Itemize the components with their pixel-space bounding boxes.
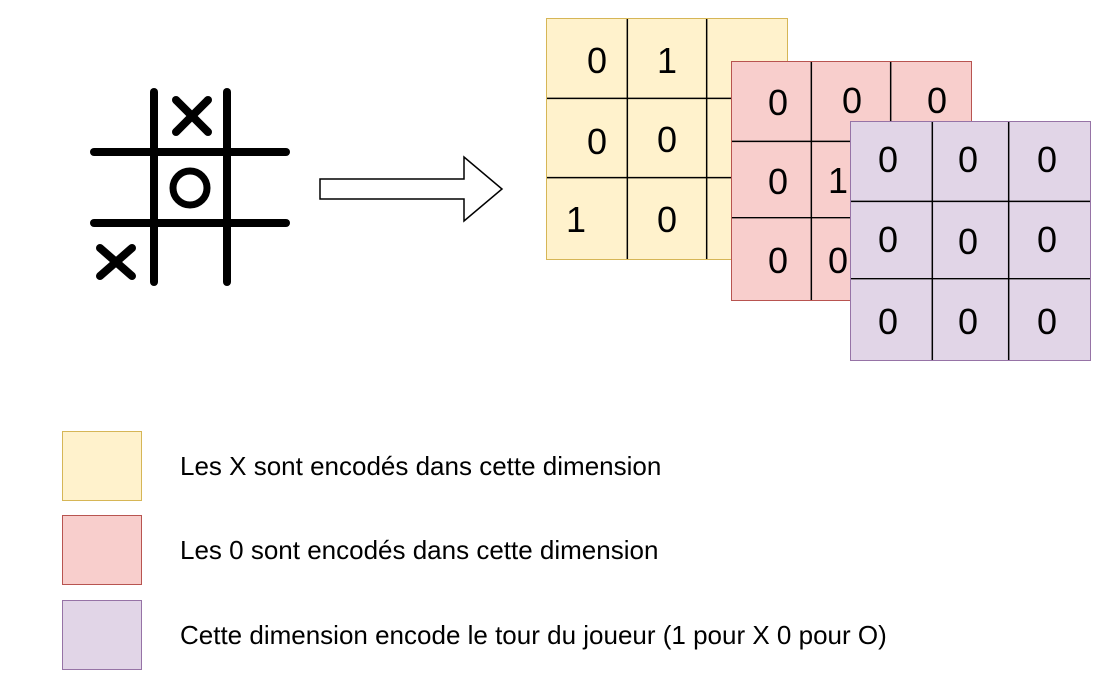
board-x-mark-bottom-left [96,244,136,280]
turn-layer-cell: 0 [1036,139,1058,180]
legend-label-turn: Cette dimension encode le tour du joueur… [180,620,887,650]
turn-layer-cell: 0 [1036,301,1058,342]
legend-swatch-turn [62,600,142,670]
board-o-mark-center [169,167,211,209]
turn-layer-cell: 0 [957,221,979,262]
x-layer-cell: 0 [656,119,678,160]
o-layer-cell: 0 [767,240,789,281]
turn-layer-cell: 0 [957,139,979,180]
o-layer-cell: 1 [827,160,849,201]
board-x-mark-top [172,96,212,136]
turn-layer-cell: 0 [877,219,899,260]
turn-layer-cell: 0 [1036,219,1058,260]
legend-swatch-x [62,431,142,501]
x-layer-cell: 1 [656,40,678,81]
o-layer-cell: 0 [827,240,849,281]
legend-label-o: Les 0 sont encodés dans cette dimension [180,535,659,565]
transform-arrow [318,154,508,224]
x-layer-cell: 0 [656,199,678,240]
turn-layer-cell: 0 [957,301,979,342]
x-layer-cell: 1 [565,199,587,240]
o-layer-cell: 0 [841,80,863,121]
tic-tac-toe-board [88,86,294,292]
turn-encoding-layer: 0 0 0 0 0 0 0 0 0 [850,121,1091,361]
turn-layer-cell: 0 [877,301,899,342]
o-layer-cell: 0 [767,161,789,202]
turn-layer-cell: 0 [877,139,899,180]
legend-swatch-o [62,515,142,585]
o-layer-cell: 0 [767,82,789,123]
board-grid [90,88,290,286]
x-layer-cell: 0 [586,121,608,162]
x-layer-cell: 0 [586,40,608,81]
o-layer-cell: 0 [926,80,948,121]
legend-label-x: Les X sont encodés dans cette dimension [180,451,662,481]
